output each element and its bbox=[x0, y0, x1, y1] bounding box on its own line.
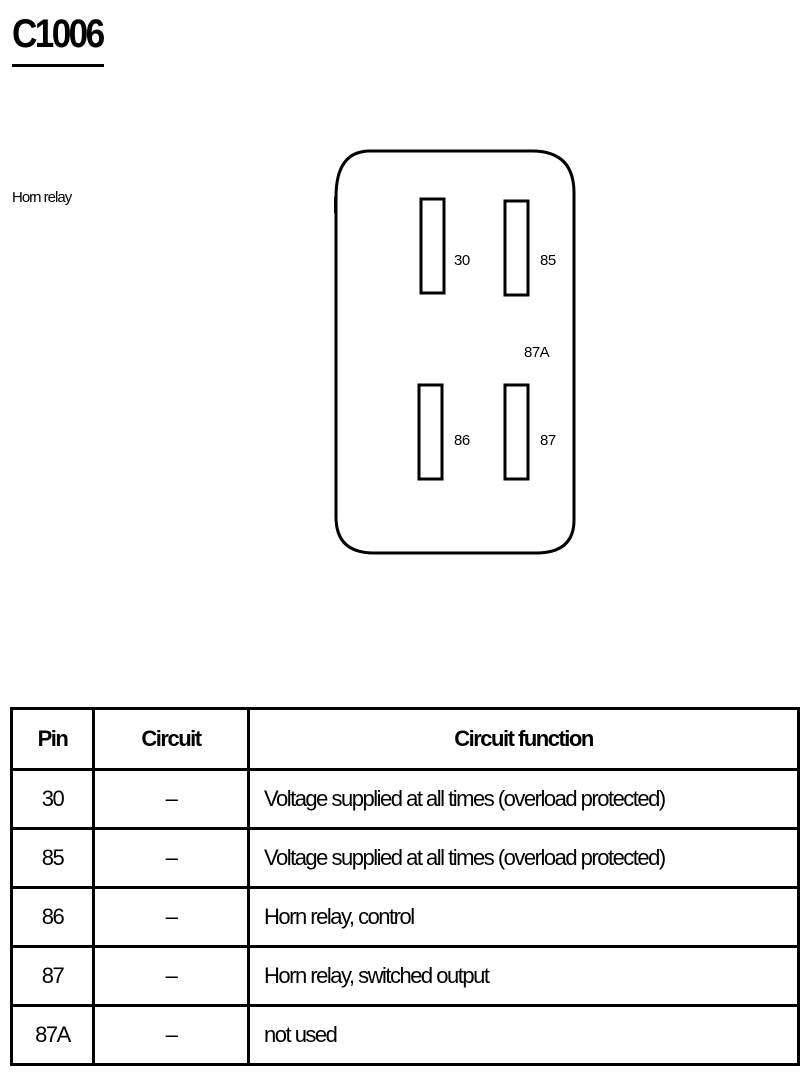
table-row: 30 – Voltage supplied at all times (over… bbox=[10, 768, 800, 830]
table-header-row: Pin Circuit Circuit function bbox=[10, 707, 800, 771]
table-row: 85 – Voltage supplied at all times (over… bbox=[10, 827, 800, 889]
cell-circuit: – bbox=[92, 886, 250, 948]
cell-function: Horn relay, switched output bbox=[247, 945, 800, 1007]
table-row: 87 – Horn relay, switched output bbox=[10, 945, 800, 1007]
cell-pin: 30 bbox=[10, 768, 95, 830]
pin-label-87: 87 bbox=[540, 432, 556, 449]
header-circuit-function: Circuit function bbox=[247, 707, 800, 771]
connector-face-diagram: 30 85 87A 86 87 bbox=[334, 149, 576, 555]
title-underline bbox=[12, 64, 104, 67]
connector-housing-outline bbox=[334, 149, 576, 555]
cell-pin: 85 bbox=[10, 827, 95, 889]
pin-label-30: 30 bbox=[454, 252, 470, 269]
cell-pin: 87 bbox=[10, 945, 95, 1007]
cell-circuit: – bbox=[92, 827, 250, 889]
connector-title: C1006 bbox=[12, 12, 105, 56]
pin-function-table: Pin Circuit Circuit function 30 – Voltag… bbox=[10, 707, 800, 1066]
table-row: 87A – not used bbox=[10, 1004, 800, 1066]
header-pin: Pin bbox=[10, 707, 95, 771]
cell-pin: 86 bbox=[10, 886, 95, 948]
cell-pin: 87A bbox=[10, 1004, 95, 1066]
terminal-slot-86 bbox=[417, 383, 444, 481]
cell-function: Horn relay, control bbox=[247, 886, 800, 948]
terminal-slot-87 bbox=[503, 383, 530, 481]
cell-circuit: – bbox=[92, 768, 250, 830]
cell-circuit: – bbox=[92, 945, 250, 1007]
pin-label-85: 85 bbox=[540, 252, 556, 269]
connector-description: Horn relay bbox=[12, 189, 72, 206]
header-circuit: Circuit bbox=[92, 707, 250, 771]
cell-circuit: – bbox=[92, 1004, 250, 1066]
cell-function: Voltage supplied at all times (overload … bbox=[247, 768, 800, 830]
table-row: 86 – Horn relay, control bbox=[10, 886, 800, 948]
pin-label-86: 86 bbox=[454, 432, 470, 449]
cell-function: Voltage supplied at all times (overload … bbox=[247, 827, 800, 889]
terminal-slot-85 bbox=[503, 199, 530, 297]
pin-label-87a: 87A bbox=[524, 344, 550, 361]
housing-latch-mark bbox=[334, 197, 337, 213]
terminal-slot-30 bbox=[419, 197, 446, 295]
cell-function: not used bbox=[247, 1004, 800, 1066]
